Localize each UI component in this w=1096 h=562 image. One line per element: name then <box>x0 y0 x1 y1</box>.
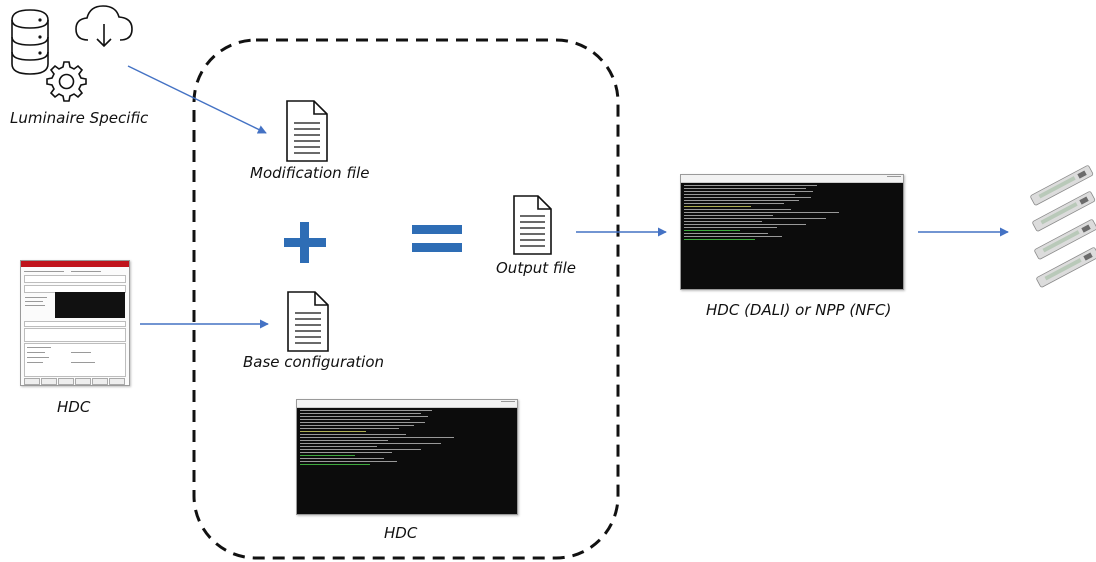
hdc-app-console <box>55 292 125 318</box>
hdc-app-titlebar <box>21 261 129 267</box>
document-icon-base <box>287 291 329 352</box>
label-modification-file: Modification file <box>250 164 370 182</box>
plus-sign <box>284 222 326 263</box>
label-luminaire-specific: Luminaire Specific <box>10 109 149 127</box>
equals-sign <box>412 225 462 252</box>
label-hdc-terminal: HDC <box>384 524 418 542</box>
hdc-app-screenshot <box>20 260 130 386</box>
document-icon-modification <box>286 100 328 162</box>
led-driver-icon <box>1030 165 1096 288</box>
hdc-process-boundary <box>192 38 620 560</box>
gear-icon <box>46 61 87 102</box>
database-icon <box>11 9 49 75</box>
hdc-npp-terminal-screenshot <box>680 174 904 290</box>
arrow-luminaire-to-modification <box>127 65 267 134</box>
label-base-configuration: Base configuration <box>243 353 385 371</box>
cloud-download-icon <box>75 5 133 48</box>
label-output-file: Output file <box>496 259 576 277</box>
label-hdc-dali-npp-nfc: HDC (DALI) or NPP (NFC) <box>706 301 892 319</box>
hdc-terminal-screenshot <box>296 399 518 515</box>
label-hdc-app: HDC <box>57 398 91 416</box>
document-icon-output <box>513 195 552 255</box>
